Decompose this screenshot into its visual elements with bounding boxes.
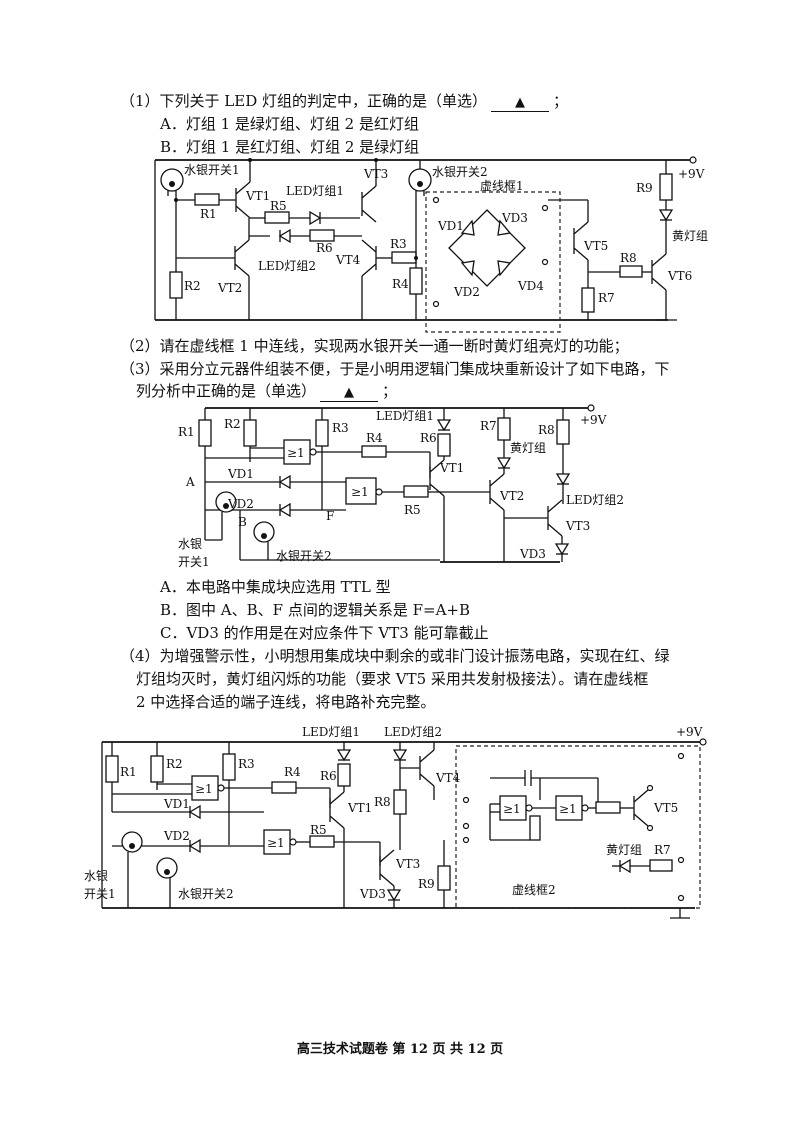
q2-text: （2）请在虚线框 1 中连线，实现两水银开关一通一断时黄灯组亮灯的功能； [120,337,629,355]
q3-line-1: （3）采用分立元器件组装不便，于是小明用逻辑门集成块重新设计了如下电路，下 [120,360,670,378]
c1-led-group-2: LED灯组2 [258,259,316,273]
c1-r8: R8 [620,251,637,265]
q3-tail: ； [382,382,398,400]
c1-r6: R6 [316,241,333,255]
c1-mercury-switch-1: 水银开关1 [184,163,240,177]
c1-led-group-1: LED灯组1 [286,184,344,198]
c1-vt6: VT6 [667,269,692,283]
c1-vt4: VT4 [335,253,361,267]
q3-option-c: C．VD3 的作用是在对应条件下 VT3 能可靠截止 [160,624,489,642]
c1-vt5: VT5 [583,239,608,253]
c1-vt3: VT3 [363,167,388,181]
c1-mercury-switch-2: 水银开关2 [432,165,488,179]
q1-tail: ； [553,92,569,110]
q3-answer-blank[interactable]: ▲ [320,385,379,402]
q1-stem-text: （1）下列关于 LED 灯组的判定中，正确的是（单选） [120,92,488,110]
c1-r2: R2 [184,279,201,293]
q4-line-1: （4）为增强警示性，小明想用集成块中剩余的或非门设计振荡电路，实现在红、绿 [120,647,670,665]
c1-vt2: VT2 [217,281,242,295]
c1-vd3: VD3 [501,211,528,225]
c1-vd4: VD4 [517,279,544,293]
c1-r3: R3 [390,237,407,251]
q1-option-b: B．灯组 1 是红灯组、灯组 2 是绿灯组 [160,138,420,156]
q4-line-3: 2 中选择合适的端子连线，将电路补充完整。 [136,693,436,711]
c1-yellow-led: 黄灯组 [672,229,708,243]
q3-option-b: B．图中 A、B、F 点间的逻辑关系是 F=A+B [160,601,470,619]
c1-vt1: VT1 [245,189,270,203]
q1-answer-blank[interactable]: ▲ [491,95,550,112]
q3-line-2-text: 列分析中正确的是（单选） [136,382,317,400]
page-footer: 高三技术试题卷 第 12 页 共 12 页 [296,1042,504,1057]
q1-option-a: A．灯组 1 是绿灯组、灯组 2 是红灯组 [160,115,419,133]
q4-line-2: 灯组均灭时，黄灯组闪烁的功能（要求 VT5 采用共发射极接法）。请在虚线框 [136,670,649,688]
c1-r7: R7 [598,291,615,305]
c1-vcc: +9V [678,167,705,181]
q3-line-2: 列分析中正确的是（单选）▲； [136,381,397,402]
q1-stem: （1）下列关于 LED 灯组的判定中，正确的是（单选）▲； [120,91,568,112]
q3-option-a: A．本电路中集成块应选用 TTL 型 [160,578,391,596]
c1-r5: R5 [270,199,287,213]
c1-dashed-box-1: 虚线框1 [480,179,524,193]
c1-r9: R9 [636,181,653,195]
c1-vd2: VD2 [453,285,480,299]
c1-r1: R1 [200,207,217,221]
c1-vd1: VD1 [437,219,464,233]
c1-r4: R4 [392,277,409,291]
